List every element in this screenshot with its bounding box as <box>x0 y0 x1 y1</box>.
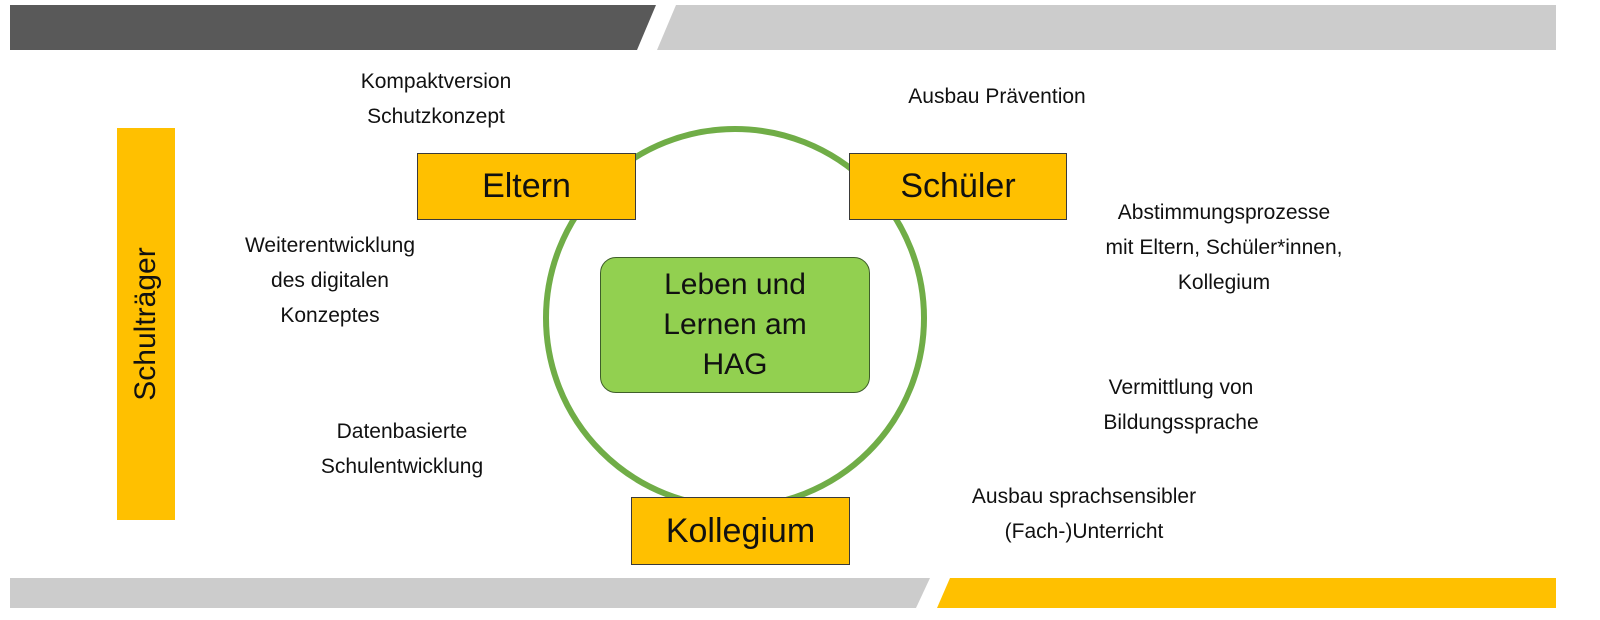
label-sprachsensibel: Ausbau sprachsensibler (Fach-)Unterricht <box>971 485 1197 543</box>
node-eltern: Eltern <box>417 153 636 220</box>
top-bar-dark <box>10 5 656 50</box>
label-praevention: Ausbau Prävention <box>908 85 1086 108</box>
center-box: Leben und Lernen am HAG <box>600 257 870 393</box>
bottom-bar-light <box>10 578 930 608</box>
schultraeger-bar <box>117 128 175 520</box>
bottom-bar-yellow <box>937 578 1556 608</box>
label-kompaktversion: Kompaktversion Schutzkonzept <box>360 70 512 128</box>
top-bar-light <box>657 5 1556 50</box>
node-schueler: Schüler <box>849 153 1067 220</box>
schultraeger-label: Schulträger <box>129 247 162 401</box>
node-kollegium: Kollegium <box>631 497 850 565</box>
label-bildungssprache: Vermittlung von Bildungssprache <box>1103 376 1259 434</box>
label-daten: Datenbasierte Schulentwicklung <box>320 420 484 478</box>
label-abstimmung: Abstimmungsprozesse mit Eltern, Schüler*… <box>1105 201 1343 294</box>
label-digital: Weiterentwicklung des digitalen Konzepte… <box>244 234 416 327</box>
